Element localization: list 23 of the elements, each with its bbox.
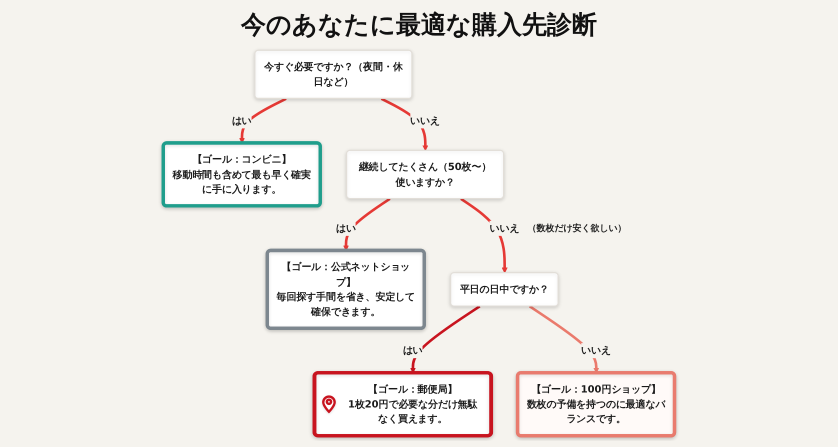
arrow — [343, 198, 391, 251]
edge-label: いいえ — [581, 343, 611, 358]
note-text: （数枚だけ安く欲しい） — [527, 222, 626, 235]
result-text: 【ゴール：100円ショップ】 数枚の予備を持つのに最適なバランスです。 — [526, 382, 666, 426]
edge-label: いいえ — [410, 113, 440, 128]
result-box — [162, 141, 322, 208]
edge-label: いいえ — [490, 220, 520, 236]
question-box — [346, 150, 504, 199]
result-box — [312, 371, 494, 438]
result-text: 【ゴール：郵便局】 1枚20円で必要な分だけ無駄なく買えます。 — [347, 382, 479, 426]
result-text: 【ゴール：公式ネットショップ】 毎回探す手間を省き、安定して確保できます。 — [276, 260, 416, 319]
question-box — [450, 272, 559, 306]
question-text: 今すぐ必要ですか？（夜間・休日など） — [264, 60, 403, 90]
arrow — [410, 305, 481, 374]
result-box — [266, 248, 426, 330]
edge-label: はい — [402, 343, 423, 358]
question-box — [254, 50, 412, 99]
title: 今のあなたに最適な購入先診断 — [241, 9, 597, 41]
edge-label: はい — [336, 220, 356, 236]
result-text: 【ゴール：コンビニ】 移動時間も含めて最も早く確実に手に入ります。 — [172, 152, 312, 197]
question-text: 継続してたくさん（50枚〜）使いますか？ — [358, 160, 492, 190]
result-box — [516, 371, 676, 438]
question-text: 平日の日中ですか？ — [460, 282, 549, 297]
